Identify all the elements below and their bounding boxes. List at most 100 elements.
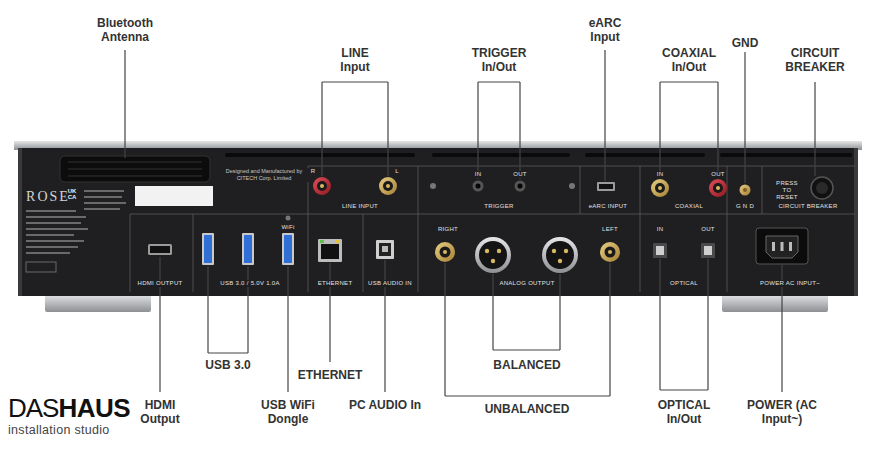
bluetooth-antenna-part	[68, 162, 202, 176]
section-dividers-part	[308, 166, 309, 292]
vent-slots-part	[585, 153, 705, 157]
callout-label: ETHERNET	[298, 368, 363, 382]
line-input-jacks	[313, 177, 397, 195]
power-inlet-part	[772, 242, 775, 251]
vent-slots-part	[720, 153, 852, 157]
optical-ports-part	[656, 246, 664, 255]
analog-output-jacks-part	[497, 249, 501, 253]
silkscreen-label: LINE INPUT	[341, 203, 379, 210]
trigger-jacks	[430, 181, 575, 192]
leader-lines-part	[322, 82, 388, 176]
circuit-breaker-button-part	[811, 177, 833, 199]
line-input-jacks-part	[386, 184, 390, 188]
line-input-jacks-part	[383, 181, 393, 191]
power-inlet-part	[756, 228, 808, 264]
section-dividers-part	[580, 166, 581, 214]
coaxial-jacks-part	[658, 186, 662, 190]
certification-mark: UK CA	[64, 188, 80, 200]
analog-output-jacks-part	[475, 237, 511, 273]
usb-ports-part	[204, 235, 212, 263]
silkscreen-label: G N D	[735, 203, 755, 210]
trigger-jacks-part	[430, 183, 436, 189]
leader-lines-part	[445, 263, 610, 396]
ethernet-port-part	[336, 240, 340, 243]
vent-slots	[225, 153, 852, 157]
usb-ports-part	[286, 216, 291, 221]
hdmi-output-port	[148, 244, 172, 255]
fine-print-part	[84, 196, 122, 198]
fine-print-part	[84, 190, 124, 192]
leader-lines	[125, 50, 815, 396]
leader-lines-part	[124, 50, 125, 158]
section-dividers-part	[640, 166, 641, 292]
section-dividers-part	[727, 166, 728, 292]
section-dividers-part	[130, 214, 855, 215]
trigger-jacks-part	[518, 184, 523, 189]
analog-output-jacks-part	[558, 259, 562, 263]
leader-lines-part	[287, 266, 288, 392]
chassis-part	[45, 294, 151, 312]
fine-print-part	[26, 234, 74, 236]
earc-port	[597, 182, 615, 191]
callout-label: OPTICAL In/Out	[651, 398, 717, 427]
line-input-jacks-part	[317, 181, 327, 191]
section-dividers-part	[418, 166, 419, 292]
silkscreen-label: L	[394, 168, 400, 175]
bluetooth-antenna-part	[60, 156, 210, 182]
ethernet-port-part	[320, 240, 324, 243]
section-dividers-part	[762, 166, 763, 214]
analog-output-jacks-part	[542, 237, 578, 273]
circuit-breaker-button-part	[816, 182, 828, 194]
analog-output-jacks-part	[564, 249, 568, 253]
coaxial-jacks-part	[709, 179, 727, 197]
coaxial-jacks-part	[716, 186, 720, 190]
callout-label: UNBALANCED	[485, 402, 570, 416]
chassis-part	[854, 148, 858, 296]
callout-label: USB WiFi Dongle	[255, 398, 321, 427]
silkscreen-label: ANALOG OUTPUT	[498, 280, 555, 287]
usb-ports-part	[244, 235, 252, 263]
usb-ports-part	[284, 235, 292, 263]
line-input-jacks-part	[379, 177, 397, 195]
fine-print-part	[26, 240, 84, 242]
silkscreen-label: RIGHT	[437, 226, 459, 233]
coaxial-jacks-part	[651, 179, 669, 197]
callout-label: POWER (AC Input~)	[741, 398, 823, 427]
fine-print-part	[84, 202, 126, 204]
usb-audio-port	[376, 240, 394, 259]
analog-output-jacks-part	[440, 247, 451, 258]
power-inlet-part	[789, 242, 792, 251]
maker-note: Designed and Manufactured by CITECH Corp…	[218, 168, 310, 182]
chassis-part	[18, 148, 858, 296]
leader-lines-part	[493, 274, 560, 350]
fine-print-part	[26, 246, 78, 248]
bluetooth-antenna	[60, 156, 210, 182]
fine-print-part	[84, 208, 120, 210]
watermark-text: installation studio	[8, 424, 110, 437]
section-dividers-part	[193, 214, 194, 292]
hdmi-output-port-part	[150, 246, 170, 253]
analog-output-jacks-part	[443, 250, 447, 254]
line-input-jacks-part	[320, 184, 324, 188]
callout-label: Bluetooth Antenna	[88, 16, 163, 45]
fine-print-part	[26, 228, 88, 230]
usb-ports-part	[202, 233, 214, 265]
chassis-part	[18, 148, 22, 296]
silkscreen-label: USB 3.0 / 5.0V 1.0A	[219, 280, 280, 287]
usb-ports	[202, 216, 294, 266]
line-input-jacks-part	[313, 177, 331, 195]
trigger-jacks-part	[476, 184, 481, 189]
silkscreen-label: COAXIAL	[674, 203, 704, 210]
leader-lines-part	[478, 82, 520, 179]
chassis	[14, 141, 862, 312]
silkscreen-label: eARC INPUT	[588, 203, 629, 210]
callout-label: HDMI Output	[138, 398, 183, 427]
silkscreen-label: CIRCUIT BREAKER	[777, 203, 838, 210]
section-dividers-part	[363, 214, 364, 292]
fine-print-part	[26, 222, 81, 224]
fine-print-part	[26, 262, 56, 272]
optical-ports-part	[653, 243, 667, 258]
section-dividers-part	[308, 166, 855, 167]
